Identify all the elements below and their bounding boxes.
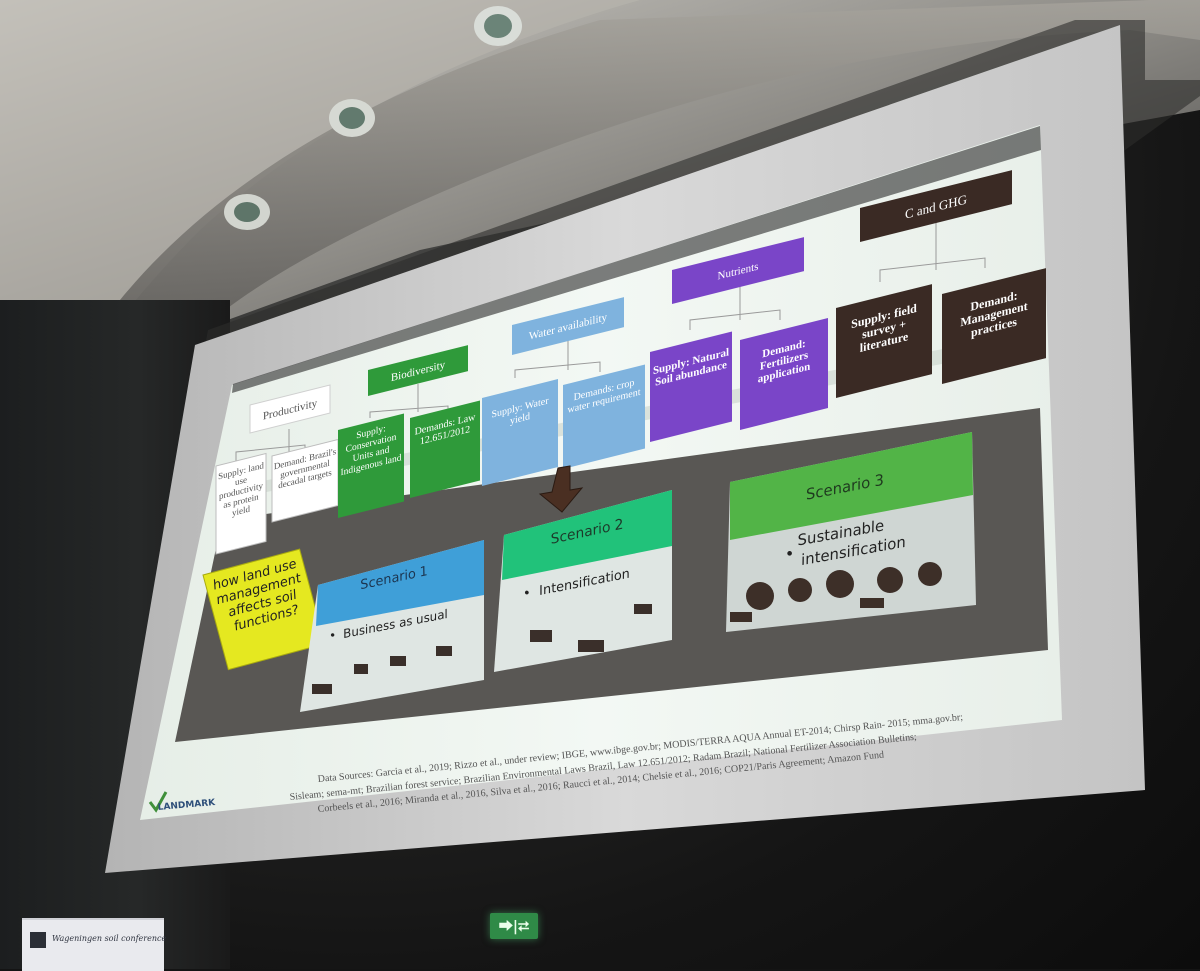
conference-sign: Wageningen soil conference [22,918,167,971]
scenario-1: Scenario 1 • Business as usual [300,540,484,712]
productivity-supply: Supply: land use productivity as protein… [218,460,264,519]
service-nutrients: Nutrients Supply: Natural Soil abundance… [650,237,828,442]
tree-connectors [235,222,986,462]
question-postit: how land use management affects soil fun… [202,548,326,671]
service-biodiversity: Biodiversity Supply: Conservation Units … [338,345,480,518]
landmark-logo: LANDMARK [148,791,217,813]
scenario-3: Scenario 3 • Sustainable intensification [726,432,976,632]
service-carbon: C and GHG Supply: field survey + literat… [836,170,1046,398]
exit-sign-text: ⮕|⮂ [498,919,530,935]
ceiling-light [224,194,270,230]
logo-text: LANDMARK [157,798,216,813]
scenario-1-bullet-dot: • [328,628,338,643]
ceiling-light [474,6,522,46]
question-text: how land use management affects soil fun… [211,556,303,635]
conference-sign-text: Wageningen soil conference [52,934,167,943]
scenario-2-bullet-dot: • [522,586,532,602]
farm-icons [530,604,652,652]
scenario-3-bullet-dot: • [783,544,796,564]
farm-icons [312,646,452,694]
tree-silhouettes [730,562,942,622]
data-sources: Data Sources: Garcia et al., 2019; Rizzo… [289,712,963,815]
service-water: Water availability Supply: Water yield D… [482,297,645,486]
conference-logo-icon [30,932,46,948]
scenario-2: Scenario 2 • Intensification [494,490,672,672]
exit-sign: ⮕|⮂ [490,913,538,939]
ceiling-light [329,99,375,137]
down-arrow [538,465,584,513]
service-productivity: Productivity Supply: land use productivi… [215,384,339,555]
